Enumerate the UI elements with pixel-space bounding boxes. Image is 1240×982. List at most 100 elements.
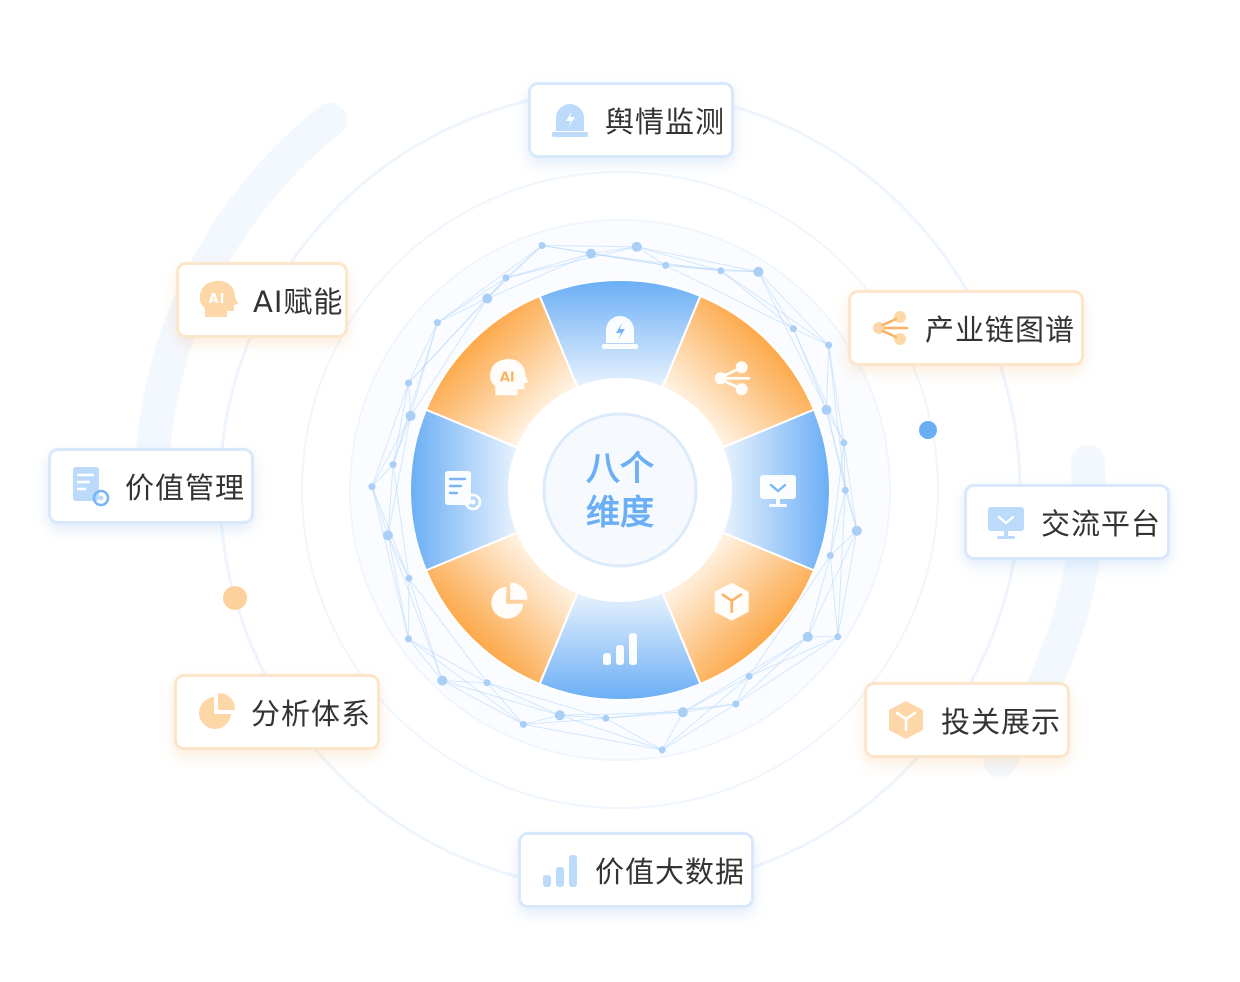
mesh-line (605, 717, 663, 751)
mesh-line (758, 271, 829, 346)
label-analysis-system: 分析体系 (174, 674, 380, 750)
mesh-node (405, 635, 412, 643)
label-text: 分析体系 (251, 697, 372, 731)
mesh-line (408, 578, 488, 683)
mesh-line (793, 328, 829, 346)
mesh-line (829, 530, 858, 556)
mesh-node (389, 461, 397, 469)
label-ir-display: 投关展示 (864, 682, 1070, 758)
mesh-node (802, 631, 813, 642)
mesh-line (559, 711, 683, 716)
bar-chart-icon (603, 633, 637, 665)
center-hub: 八个 维度 (508, 378, 732, 602)
label-text: 投关展示 (941, 705, 1062, 739)
mesh-line (387, 535, 443, 681)
ai-head-icon-glyph: AI (199, 280, 238, 317)
mesh-node (841, 486, 849, 494)
mesh-line (636, 246, 759, 273)
mesh-line (559, 714, 663, 751)
mesh-node (538, 242, 546, 249)
mesh-line (665, 264, 794, 330)
mesh-line (437, 298, 488, 324)
mesh-line (523, 714, 560, 725)
mesh-line (605, 703, 736, 719)
mesh-line (829, 442, 845, 556)
mesh-line (748, 555, 831, 677)
mesh-line (590, 246, 637, 255)
svg-text:AI: AI (209, 292, 226, 307)
mesh-line (437, 277, 507, 324)
mesh-line (843, 442, 846, 491)
bar-chart-icon (543, 855, 577, 887)
mesh-line (486, 682, 561, 716)
mesh-line (408, 638, 488, 684)
mesh-node (851, 525, 862, 536)
network-mesh (368, 241, 862, 754)
mesh-line (442, 680, 560, 716)
mesh-line (843, 442, 858, 531)
mesh-line (826, 409, 858, 531)
label-industry-chain: 产业链图谱 (848, 290, 1084, 366)
mesh-line (487, 253, 592, 299)
center-hub-inner (542, 412, 698, 568)
label-ai-empower: AI AI赋能 (176, 262, 348, 338)
mesh-line (408, 638, 443, 681)
mesh-node (662, 261, 670, 269)
mesh-node (732, 700, 740, 708)
mesh-line (442, 680, 524, 725)
share-nodes-icon (873, 311, 909, 345)
mesh-line (636, 246, 722, 272)
mesh-line (605, 711, 683, 719)
mesh-line (757, 271, 794, 329)
mesh-line (636, 246, 666, 266)
mesh-line (371, 382, 410, 487)
mesh-line (661, 676, 750, 751)
center-label-line2: 维度 (586, 493, 654, 533)
mesh-line (523, 723, 663, 751)
mesh-line (559, 714, 606, 719)
mesh-node (840, 439, 848, 447)
mesh-line (720, 270, 829, 346)
mesh-line (410, 298, 488, 417)
mesh-line (735, 636, 839, 705)
mesh-line (410, 322, 438, 417)
share-nodes-icon (714, 361, 751, 396)
mesh-node (753, 266, 764, 277)
mesh-node (821, 404, 832, 415)
mesh-line (408, 382, 412, 416)
mesh-line (720, 270, 759, 273)
decor-dot-orange (223, 586, 247, 610)
label-value-big-data: 价值大数据 (518, 832, 754, 908)
mesh-line (682, 636, 809, 713)
mesh-line (826, 345, 830, 410)
mesh-line (844, 490, 858, 531)
label-text: 价值管理 (125, 471, 246, 505)
monitor-icon (988, 507, 1024, 539)
pie-chart-icon-glyph (199, 692, 236, 729)
center-label-line1: 八个 (586, 449, 654, 489)
share-nodes-icon-glyph (873, 311, 909, 345)
mesh-line (829, 490, 846, 556)
mesh-line (661, 703, 737, 751)
mesh-node (483, 679, 491, 687)
ai-head-icon: AI (199, 280, 238, 317)
mesh-line (807, 555, 831, 638)
mesh-node (519, 720, 527, 728)
label-exchange-platform: 交流平台 (964, 484, 1170, 560)
mesh-node (382, 530, 393, 541)
document-gear-icon (73, 467, 110, 507)
monitor-icon (760, 475, 796, 507)
mesh-line (371, 486, 389, 536)
decor-dot-blue (919, 421, 937, 439)
mesh-node (405, 410, 416, 421)
label-public-opinion: 舆情监测 (528, 82, 734, 158)
bar-chart-icon-glyph (543, 855, 577, 887)
mesh-line (665, 264, 759, 273)
mesh-line (486, 682, 524, 725)
mesh-line (661, 711, 684, 751)
mesh-line (826, 409, 845, 444)
mesh-line (828, 345, 846, 491)
mesh-line (387, 535, 409, 639)
mesh-line (442, 680, 488, 684)
